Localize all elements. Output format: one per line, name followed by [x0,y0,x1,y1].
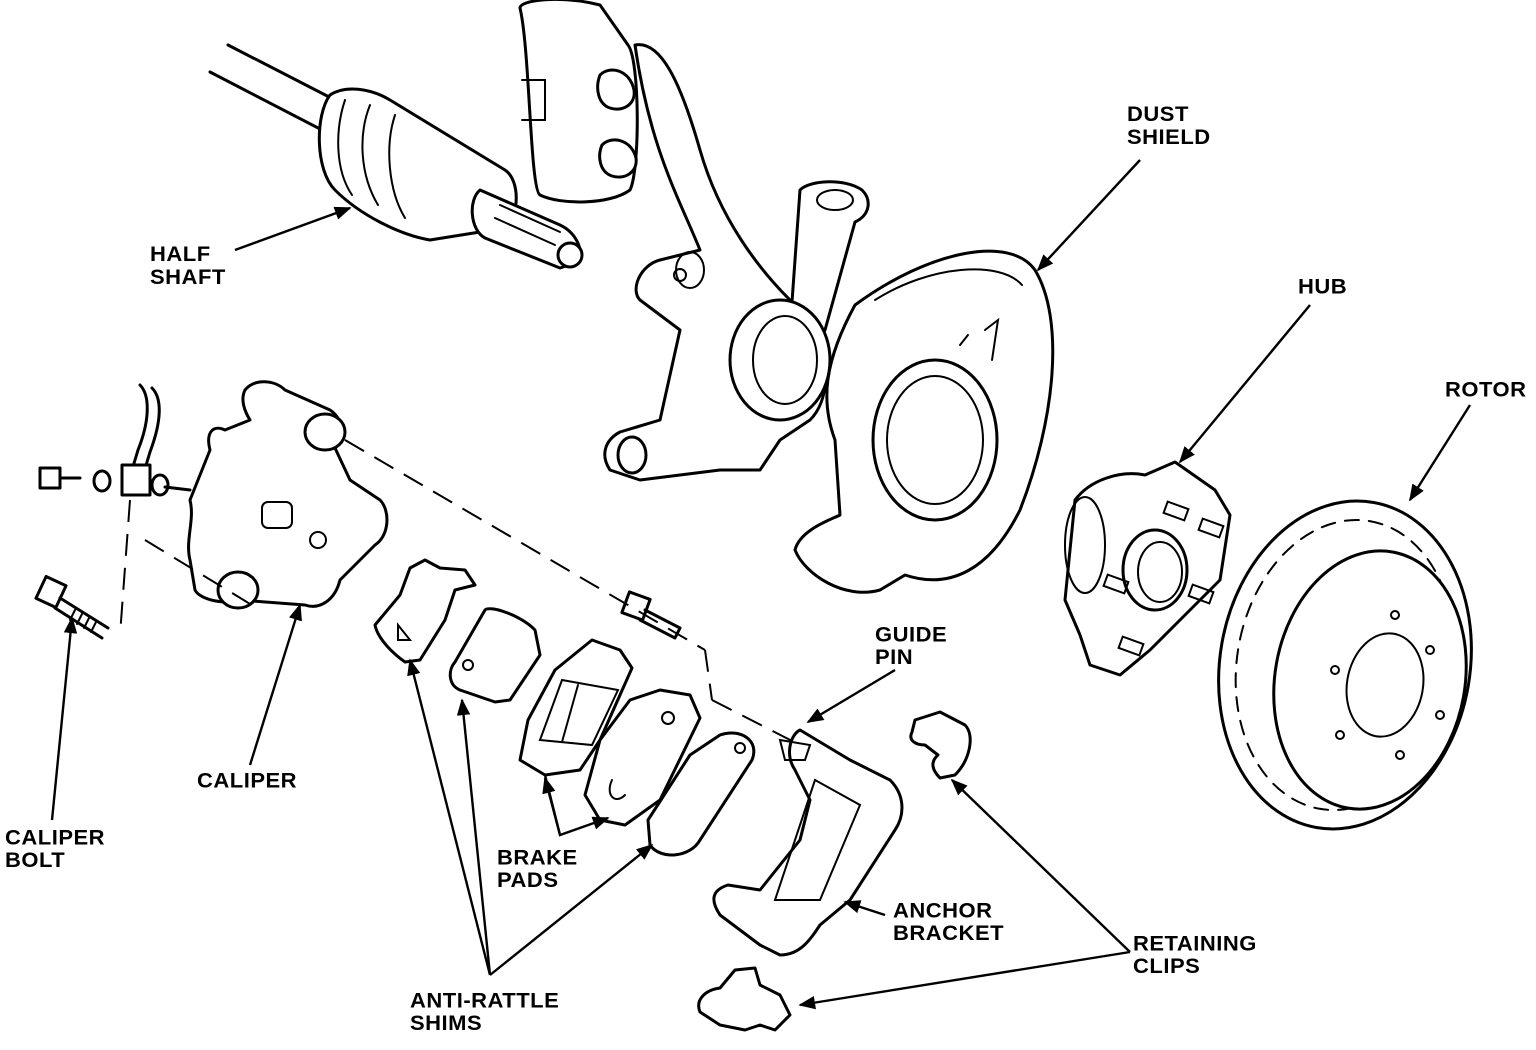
label-half-shaft: HALF SHAFT [150,242,226,289]
caliper-part [187,380,389,610]
retaining-clip-part [909,710,972,780]
label-hub: HUB [1298,274,1348,299]
dust-shield-part [793,249,1055,594]
label-caliper: CALIPER [197,768,298,793]
label-caliper-bolt: CALIPER BOLT [5,825,106,872]
brake-pad-part-2 [583,688,702,827]
assembly-centerlines [119,439,801,746]
hub-part [1063,460,1232,677]
anchor-bracket-part [712,728,904,957]
label-anchor-bracket: ANCHOR BRACKET [893,898,1005,945]
label-retaining-clips: RETAINING CLIPS [1133,931,1257,978]
label-anti-rattle-shims: ANTI-RATTLE SHIMS [410,988,560,1035]
retaining-clip-part-2 [697,966,792,1032]
anti-rattle-shim-part [373,558,477,664]
steering-knuckle-part [518,0,870,482]
label-brake-pads: BRAKE PADS [497,845,578,892]
anti-rattle-shim-part-2 [448,607,542,704]
rotor-part [1217,499,1473,831]
caliper-bolt-part [34,574,110,640]
label-guide-pin: GUIDE PIN [875,622,948,669]
leader-lines [50,159,1472,1010]
label-rotor: ROTOR [1445,377,1527,402]
half-shaft-part [208,43,584,270]
label-dust-shield: DUST SHIELD [1127,102,1211,149]
brake-pad-part [518,638,634,777]
brake-hose-part [38,383,192,497]
